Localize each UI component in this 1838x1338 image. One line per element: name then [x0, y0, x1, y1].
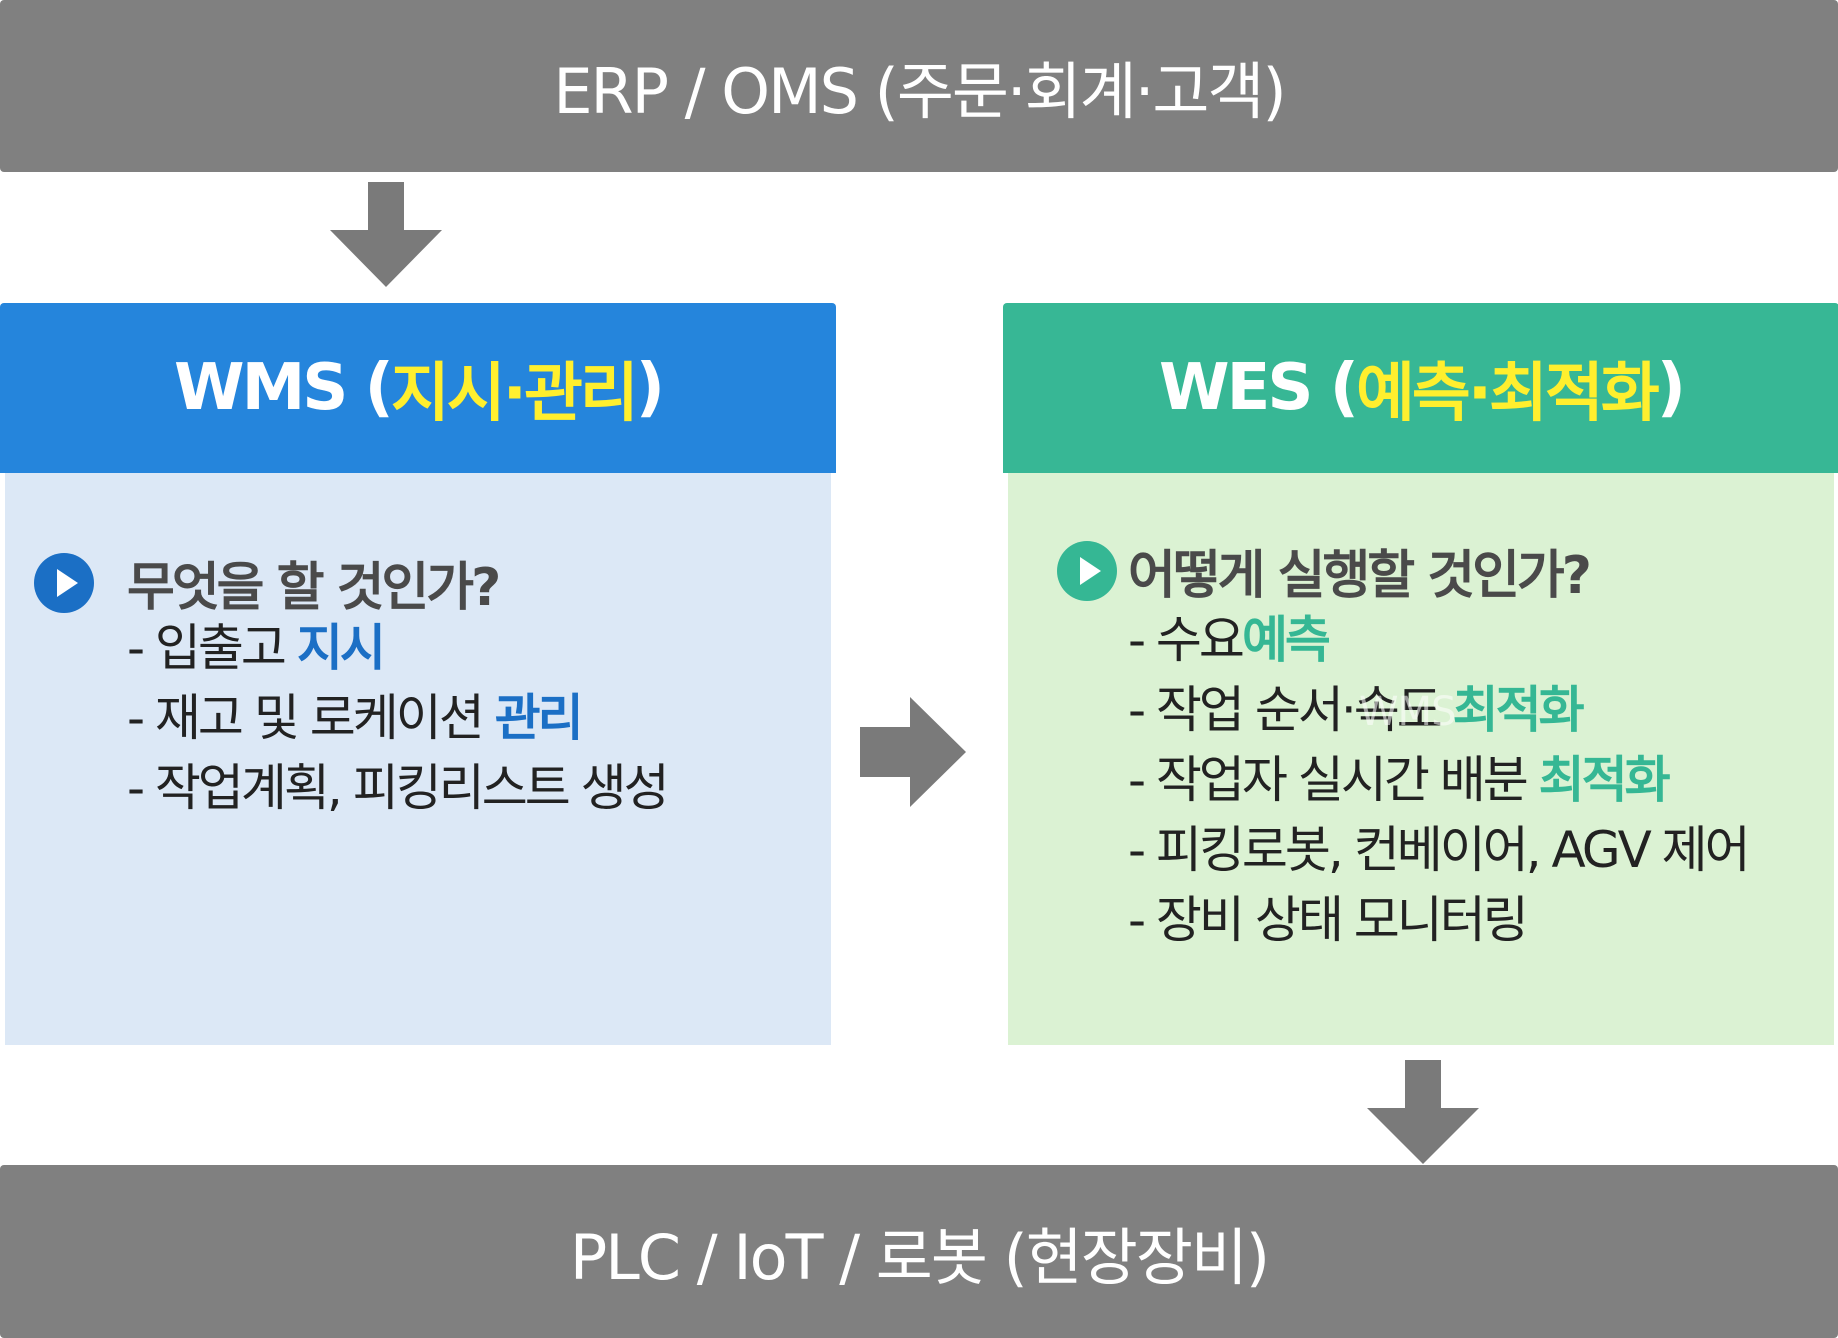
- arrow-down-icon: [330, 182, 442, 287]
- wms-watermark: WMS: [1359, 689, 1456, 735]
- play-circle-icon: [1057, 541, 1117, 601]
- wms-item-list: - 입출고 지시 - 재고 및 로케이션 관리 - 작업계획, 피킹리스트 생성: [127, 613, 670, 823]
- wes-item-list: - 수요예측 - 작업 순서·속도 최적화 - 작업자 실시간 배분 최적화 -…: [1128, 605, 1751, 955]
- plc-iot-label: PLC / IoT / 로봇 (현장장비): [569, 1220, 1270, 1294]
- wms-question: 무엇을 할 것인가?: [127, 558, 501, 618]
- wms-box: WMS (지시·관리) 무엇을 할 것인가? - 입출고 지시 - 재고 및 로…: [0, 303, 836, 1045]
- list-item: - 작업 순서·속도 최적화: [1128, 681, 1585, 739]
- wes-body: 어떻게 실행할 것인가? - 수요예측 - 작업 순서·속도 최적화 - 작업자…: [1008, 473, 1834, 1045]
- arrow-right-icon: [860, 697, 966, 807]
- arrow-down-icon: [1367, 1060, 1479, 1164]
- wms-title: WMS (지시·관리): [0, 303, 836, 473]
- plc-iot-bar: PLC / IoT / 로봇 (현장장비): [0, 1165, 1838, 1338]
- wes-box: WES (예측·최적화) 어떻게 실행할 것인가? - 수요예측 - 작업 순서…: [1003, 303, 1838, 1045]
- erp-oms-bar: ERP / OMS (주문·회계·고객): [0, 0, 1838, 172]
- list-item: - 작업자 실시간 배분 최적화: [1128, 751, 1671, 809]
- play-circle-icon: [34, 553, 94, 613]
- list-item: - 장비 상태 모니터링: [1128, 891, 1529, 949]
- wms-body: 무엇을 할 것인가? - 입출고 지시 - 재고 및 로케이션 관리 - 작업계…: [5, 473, 831, 1045]
- list-item: - 수요예측: [1128, 611, 1331, 669]
- wes-title: WES (예측·최적화): [1003, 303, 1838, 473]
- wes-question: 어떻게 실행할 것인가?: [1128, 546, 1592, 606]
- list-item: - 작업계획, 피킹리스트 생성: [127, 759, 670, 817]
- list-item: - 피킹로봇, 컨베이어, AGV 제어: [1128, 821, 1751, 879]
- wes-title-highlight: 예측·최적화: [1355, 357, 1660, 431]
- list-item: - 재고 및 로케이션 관리: [127, 689, 584, 747]
- wms-title-highlight: 지시·관리: [390, 357, 639, 431]
- list-item: - 입출고 지시: [127, 619, 386, 677]
- erp-oms-label: ERP / OMS (주문·회계·고객): [553, 55, 1286, 128]
